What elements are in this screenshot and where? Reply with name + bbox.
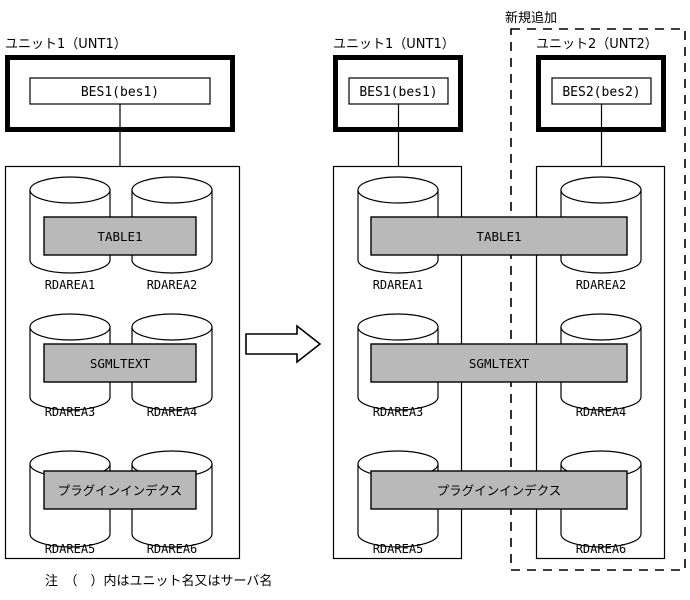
after-bar-plugin-index: [370, 470, 628, 510]
after-bar-plugin-index-label: プラグインインデクス: [437, 483, 562, 498]
before-bar-table1-label: TABLE1: [97, 229, 142, 244]
before-bes1-label: BES1(bes1): [81, 85, 159, 100]
after-unit2-title: ユニット2（UNT2）: [536, 37, 658, 52]
after-bes1-label: BES1(bes1): [359, 85, 437, 100]
before-label-rdarea4: RDAREA4: [147, 405, 198, 419]
after-row-sgmltext: SGMLTEXT RDAREA3 RDAREA4: [357, 313, 642, 419]
after-label-rdarea6: RDAREA6: [576, 542, 627, 556]
after-bar-sgmltext: [370, 343, 628, 383]
new-addition-label: 新規追加: [505, 10, 557, 26]
before-label-rdarea1: RDAREA1: [45, 278, 96, 292]
before-row-sgmltext: SGMLTEXT RDAREA3 RDAREA4: [29, 313, 213, 419]
before-row-plugin-index: プラグインインデクス RDAREA5 RDAREA6: [29, 450, 213, 556]
after-label-rdarea2: RDAREA2: [576, 278, 627, 292]
before-bar-table1: [43, 216, 197, 256]
before-label-rdarea3: RDAREA3: [45, 405, 96, 419]
after-bes2-label: BES2(bes2): [562, 85, 640, 100]
before-label-rdarea5: RDAREA5: [45, 542, 96, 556]
after-unit1-title: ユニット1（UNT1）: [333, 37, 455, 52]
after-label-rdarea5: RDAREA5: [373, 542, 424, 556]
after-label-rdarea1: RDAREA1: [373, 278, 424, 292]
before-row-table1: TABLE1 RDAREA1 RDAREA2: [29, 176, 213, 292]
before-unit1-title: ユニット1（UNT1）: [5, 37, 127, 52]
before-label-rdarea2: RDAREA2: [147, 278, 198, 292]
transition-arrow-icon: [245, 324, 322, 364]
before-group: ユニット1（UNT1） BES1(bes1) TABLE1 RDAREA1 RD…: [4, 37, 241, 560]
after-bes1-box: [348, 77, 449, 105]
after-bar-table1: [370, 216, 628, 256]
after-bar-sgmltext-label: SGMLTEXT: [469, 356, 530, 371]
after-label-rdarea3: RDAREA3: [373, 405, 424, 419]
before-label-rdarea6: RDAREA6: [147, 542, 198, 556]
after-bes2-box: [551, 77, 652, 105]
before-bar-plugin-index-label: プラグインインデクス: [58, 483, 183, 498]
after-bar-table1-label: TABLE1: [476, 229, 521, 244]
after-label-rdarea4: RDAREA4: [576, 405, 627, 419]
after-row-table1: TABLE1 RDAREA1 RDAREA2: [357, 176, 642, 292]
footnote-text: 注 （ ）内はユニット名又はサーバ名: [45, 573, 272, 589]
before-bar-sgmltext-label: SGMLTEXT: [90, 356, 151, 371]
after-row-plugin-index: プラグインインデクス RDAREA5 RDAREA6: [357, 450, 642, 556]
after-group: 新規追加 ユニット1（UNT1） ユニット2（UNT2） BES1(bes1) …: [332, 10, 686, 571]
before-bar-sgmltext: [43, 343, 197, 383]
before-bar-plugin-index: [43, 470, 197, 510]
before-rdarea-container: [4, 165, 241, 560]
new-addition-dashed-frame: [510, 28, 686, 571]
